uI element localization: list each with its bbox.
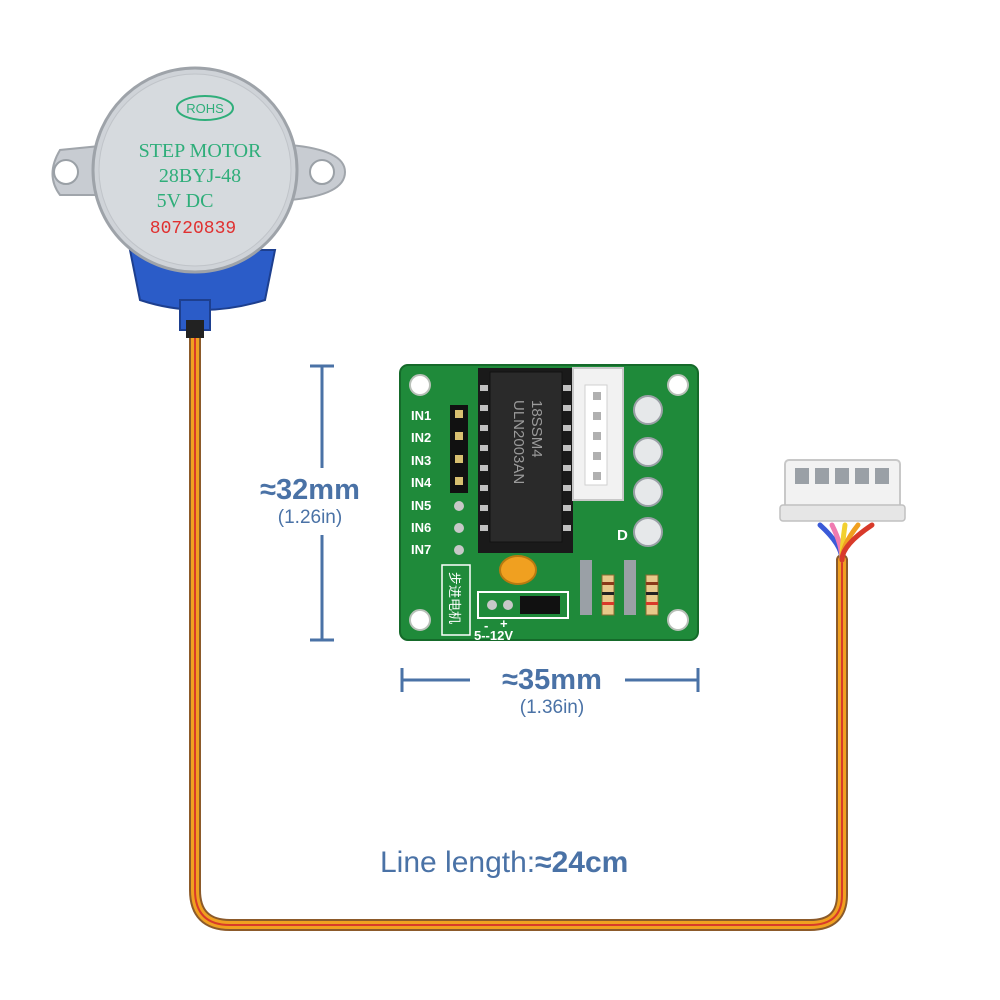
resistor-array	[580, 560, 659, 616]
height-sub-label: (1.26in)	[277, 507, 343, 528]
motor-serial: 80720839	[150, 219, 236, 239]
width-dimension: ≈35mm (1.36in)	[478, 664, 626, 719]
input-label-3: IN3	[411, 453, 431, 468]
rohs-badge-text: ROHS	[186, 101, 224, 116]
motor-label-line1: STEP MOTOR	[139, 140, 262, 162]
width-sub-label: (1.36in)	[519, 697, 585, 718]
stepper-motor: ROHS STEP MOTOR 28BYJ-48 5V DC 80720839	[51, 66, 347, 338]
driver-board: 18SSM4 ULN2003AN D IN1 IN2 IN3 IN4	[399, 364, 699, 643]
width-dimension-line	[400, 668, 700, 692]
motor-label-line3: 5V DC	[157, 190, 214, 212]
height-dimension: ≈32mm (1.26in)	[240, 474, 380, 529]
line-length-label: Line length:≈24cm	[380, 846, 628, 880]
input-label-1: IN1	[411, 408, 431, 423]
led-letter: D	[617, 527, 628, 544]
chip-marking-line1: 18SSM4	[528, 400, 545, 458]
polarity-minus: -	[484, 618, 488, 633]
connector-wires	[817, 522, 875, 563]
input-label-2: IN2	[411, 430, 431, 445]
line-length-prefix: Line length:	[380, 846, 536, 879]
height-dimension-line	[310, 364, 334, 642]
cable	[189, 324, 848, 931]
chinese-board-label: 步进电机	[446, 572, 461, 624]
line-length-value: ≈24cm	[535, 846, 629, 879]
width-main-label: ≈35mm	[502, 664, 602, 696]
input-label-7: IN7	[411, 542, 431, 557]
motor-label-line2: 28BYJ-48	[159, 165, 241, 187]
input-label-5: IN5	[411, 498, 431, 513]
polarity-plus: +	[500, 616, 508, 631]
wire-connector	[779, 459, 906, 522]
led-array	[633, 395, 663, 547]
chip-marking-line2: ULN2003AN	[510, 400, 527, 484]
power-label: 5--12V	[474, 628, 513, 643]
height-main-label: ≈32mm	[260, 474, 360, 506]
input-label-4: IN4	[411, 475, 432, 490]
input-label-6: IN6	[411, 520, 431, 535]
